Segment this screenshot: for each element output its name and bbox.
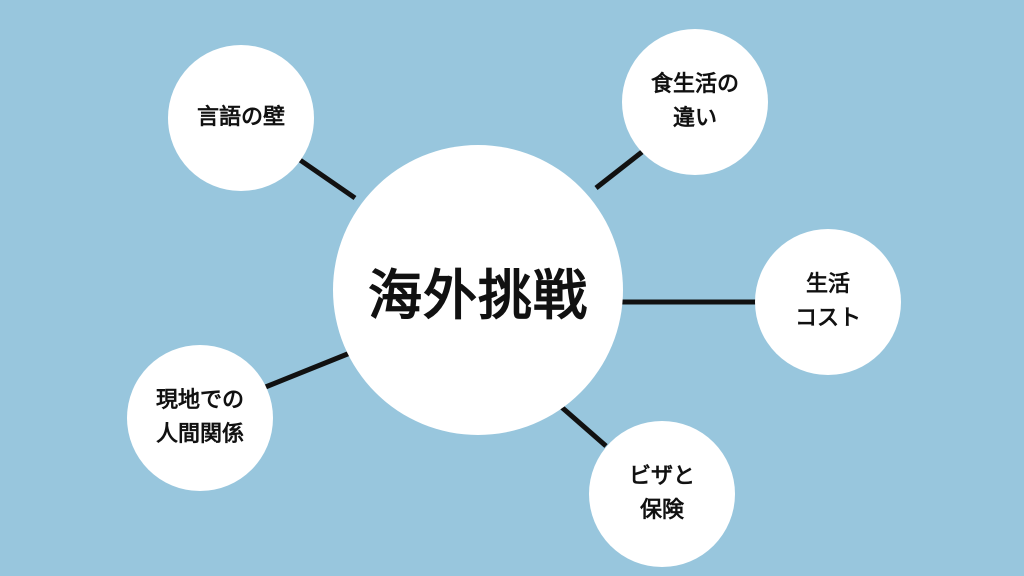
node-food-difference: 食生活の 違い — [622, 29, 768, 175]
connector-food — [594, 150, 644, 190]
connector-visa — [556, 402, 608, 448]
node-label: ビザと 保険 — [628, 464, 695, 523]
node-living-cost: 生活 コスト — [755, 229, 901, 375]
center-node: 海外挑戦 — [333, 145, 623, 435]
connector-relations — [257, 350, 351, 393]
center-label: 海外挑戦 — [368, 263, 588, 327]
node-language-barrier: 言語の壁 — [168, 45, 314, 191]
node-label: 言語の壁 — [196, 105, 285, 130]
node-visa-insurance: ビザと 保険 — [589, 421, 735, 567]
node-local-relationships: 現地での 人間関係 — [127, 345, 273, 491]
node-label: 現地での 人間関係 — [155, 388, 244, 447]
node-label: 食生活の 違い — [650, 72, 739, 131]
connector-language — [298, 157, 357, 201]
node-label: 生活 コスト — [794, 272, 861, 331]
